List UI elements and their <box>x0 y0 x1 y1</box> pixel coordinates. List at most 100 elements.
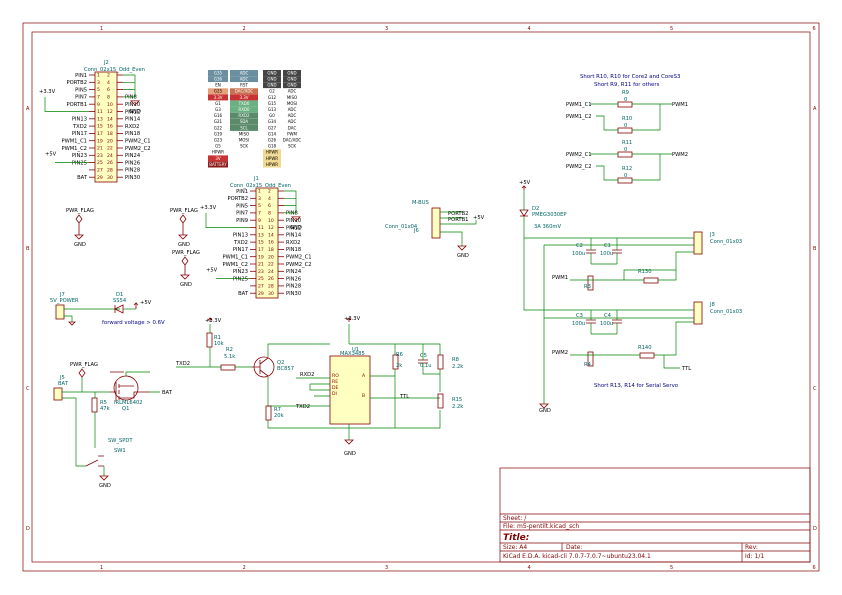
pin-number: 20 <box>268 254 274 260</box>
pin-table-cell <box>230 106 258 113</box>
pin-table-cell <box>283 88 301 95</box>
c5-value: 0.1u <box>420 363 432 369</box>
pin-table-cell <box>230 155 258 162</box>
pin-table-cell <box>263 106 281 113</box>
pin-net-label: PIN18 <box>286 247 301 253</box>
pin-number: 29 <box>258 291 264 297</box>
c3-ref: C3 <box>576 313 583 319</box>
pin-net-label: PIN30 <box>125 175 140 181</box>
pin-number: 20 <box>107 138 113 144</box>
pin-net-label: PIN24 <box>286 269 302 275</box>
pin-net-label: PWM2_C2 <box>286 262 312 268</box>
pwr-flag-4-label: PWR_FLAG <box>70 362 98 368</box>
frame-col-label: 4 <box>528 26 531 32</box>
u1-pin-di: DI <box>332 391 337 397</box>
pin-number: 16 <box>268 240 274 246</box>
pin-table-cell <box>230 88 258 95</box>
u1-gnd: GND <box>344 451 356 457</box>
pin-table-cell <box>263 76 281 83</box>
pin-number: 24 <box>268 269 274 275</box>
pin-number: 15 <box>258 240 264 246</box>
pin-net-label: PWM1_C1 <box>61 139 87 145</box>
pin-table-cell <box>283 143 301 150</box>
sw1-value: SW_SPDT <box>108 438 133 444</box>
r10-ref: R10 <box>622 116 632 122</box>
pin-net-label: TXD2 <box>233 240 248 246</box>
pin-table-cell <box>283 106 301 113</box>
pin-table-cell <box>230 76 258 83</box>
pin-net-label: PIN8 <box>286 211 298 217</box>
inner-frame <box>31 31 811 563</box>
pin-number: 14 <box>107 116 113 122</box>
net-pwm1-c1: PWM1_C1 <box>566 102 592 108</box>
pin-number: 11 <box>258 225 264 231</box>
pin-table-text: G26 <box>268 138 277 143</box>
d1-pwr: +5V <box>140 300 152 306</box>
pin-table-text: SCL <box>240 125 248 130</box>
pin-net-label: PIN25 <box>72 160 87 166</box>
d1-ref: D1 <box>116 292 123 298</box>
c2-ref: C2 <box>576 243 583 249</box>
pin-number: 17 <box>258 247 264 253</box>
frame-col-label: 3 <box>385 26 388 32</box>
pin-table-text: G15 <box>268 101 277 106</box>
d2-ref: D2 <box>532 206 539 212</box>
file-label: File: m5-pentilt.kicad_sch <box>503 523 579 530</box>
j1-value: Conn_02x15_Odd_Even <box>230 183 291 189</box>
title-label: Title: <box>503 533 529 543</box>
pin-table-cell <box>283 112 301 119</box>
u1-pin-de: DE <box>332 385 339 391</box>
pin-table-cell <box>230 82 258 89</box>
pin-table-cell <box>263 155 281 162</box>
pin-table-text: G5 <box>215 144 221 149</box>
pin-net-label: PIN13 <box>233 233 248 239</box>
pin-number: 28 <box>268 284 274 290</box>
u1-rxd2-net: RXD2 <box>300 372 314 378</box>
pin-table-text: G25 <box>214 89 223 94</box>
gnd-label: GND <box>129 109 141 115</box>
pin-table-text: G3 <box>215 107 221 112</box>
pin-table-text: G0 <box>269 113 275 118</box>
pin-number: 22 <box>268 262 274 268</box>
u1-ttl-net: TTL <box>399 394 409 400</box>
j6-mbus: M-BUS Conn_01x04 J6 PORTB2 PORTB1 +5V GN… <box>385 200 485 259</box>
r10-value: 0 <box>624 123 627 129</box>
pin-table-cell <box>230 70 258 76</box>
pin-table-cell <box>230 149 258 156</box>
pin-number: 25 <box>97 160 103 166</box>
pin-table-text: G35 <box>214 70 223 75</box>
right-ttl: TTL <box>681 366 691 372</box>
pin-number: 18 <box>268 247 274 253</box>
pin-table-cell <box>263 124 281 131</box>
pin-net-label: PWM2_C1 <box>286 255 312 261</box>
frame-col-label: 1 <box>100 565 103 571</box>
pwr-flag-1-gnd: GND <box>74 242 86 248</box>
net-pwm2-c1: PWM2_C1 <box>566 152 592 158</box>
pin-net-label: PWM1_C2 <box>61 146 87 152</box>
j6-ref: J6 <box>413 228 419 234</box>
pin-net-label: PIN28 <box>286 284 301 290</box>
pin-table-cell <box>283 131 301 137</box>
pin-number: 1 <box>258 189 261 195</box>
pin-table-cell <box>208 82 228 89</box>
pin-number: 26 <box>107 160 113 166</box>
c2-value: 100u <box>572 251 585 257</box>
r15-ref: R15 <box>452 397 462 403</box>
pin-net-label: PIN12 <box>125 109 140 115</box>
pin-table-cell <box>263 82 281 89</box>
pin-net-label: PIN26 <box>286 276 301 282</box>
frame-row-label: B <box>813 246 817 252</box>
pin-net-label: BAT <box>77 175 88 181</box>
pin-table-cell <box>283 149 301 156</box>
pin-table-cell <box>208 106 228 113</box>
pin-net-label: PIN9 <box>236 218 248 224</box>
pin-table-text: GND <box>287 83 296 88</box>
r11-value: 0 <box>624 147 627 153</box>
j8-pwm2: PWM2 <box>552 350 568 356</box>
pin-table-cell <box>283 161 301 168</box>
c3-value: 100u <box>572 321 585 327</box>
d2-note: 3A 360mV <box>534 224 561 230</box>
pin-table-cell <box>263 118 281 125</box>
pin-net-label: PIN5 <box>75 87 87 93</box>
pin-table-cell <box>283 76 301 83</box>
